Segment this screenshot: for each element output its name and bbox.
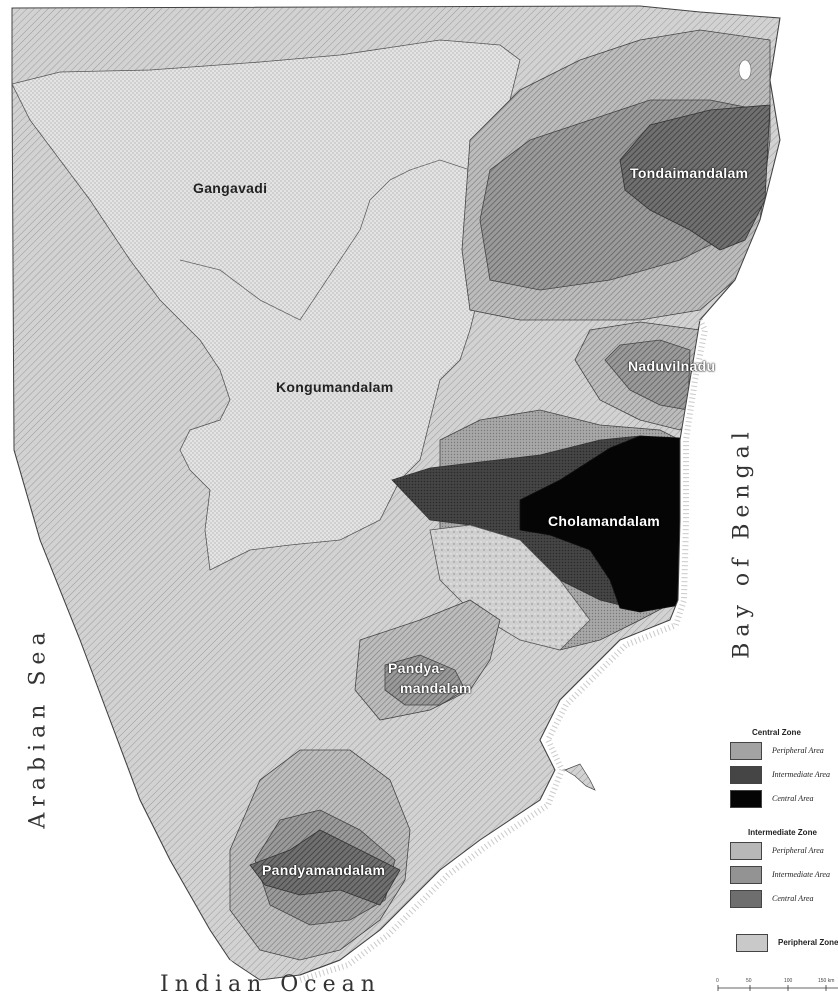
gangavadi-boundary	[179, 159, 471, 321]
pandya-intermediate	[384, 654, 466, 706]
legend-peripheral-zone: Peripheral Zone	[778, 938, 838, 947]
coastal-spit	[564, 763, 596, 791]
scale-bar	[717, 985, 838, 991]
pandyamandalam-central	[249, 829, 401, 906]
label-gangavadi: Gangavadi	[193, 180, 268, 196]
legend-swatch-intermediate-intermediate	[730, 866, 762, 884]
tondai-central	[619, 104, 771, 251]
legend-swatch-intermediate-peripheral	[730, 842, 762, 860]
label-kongumandalam: Kongumandalam	[276, 379, 394, 395]
east-coastline	[299, 17, 781, 976]
legend-swatch-peripheral-zone	[736, 934, 768, 952]
legend-swatch-central-central	[730, 790, 762, 808]
legend-intermediate-intermediate: Intermediate Area	[772, 870, 830, 879]
legend-intermediate-zone-title: Intermediate Zone	[748, 828, 817, 837]
label-pandyamandalam: Pandyamandalam	[262, 862, 386, 878]
bay-of-bengal-area	[300, 18, 838, 1004]
label-naduvilnadu: Naduvilnadu	[628, 358, 716, 374]
label-arabian-sea: Arabian Sea	[25, 626, 51, 829]
arabian-sea-area	[0, 80, 260, 985]
scale-tick-100: 100	[784, 978, 793, 984]
label-pandya-line1: Pandya-	[388, 660, 445, 676]
legend-swatch-central-intermediate	[730, 766, 762, 784]
label-tondaimandalam: Tondaimandalam	[630, 165, 749, 181]
label-indian-ocean: Indian Ocean	[160, 972, 381, 997]
west-coastline	[11, 79, 231, 961]
naduvil-intermediate	[604, 339, 691, 411]
scale-tick-50: 50	[746, 978, 752, 984]
label-cholamandalam: Cholamandalam	[548, 513, 661, 529]
legend-central-central: Central Area	[772, 794, 814, 803]
chola-speckled	[429, 524, 591, 651]
chola-central	[519, 435, 681, 613]
legend-swatch-intermediate-central	[730, 890, 762, 908]
legend-intermediate-central: Central Area	[772, 894, 814, 903]
legend-central-zone-title: Central Zone	[752, 728, 801, 737]
label-pandya-line2: mandalam	[400, 680, 472, 696]
legend-central-intermediate: Intermediate Area	[772, 770, 830, 779]
scale-tick-0: 0	[716, 978, 719, 984]
legend-central-peripheral: Peripheral Area	[772, 746, 824, 755]
scale-tick-150: 150 km	[818, 978, 835, 984]
legend-intermediate-peripheral: Peripheral Area	[772, 846, 824, 855]
label-bay-of-bengal: Bay of Bengal	[729, 426, 755, 659]
legend-swatch-central-peripheral	[730, 742, 762, 760]
upland-region	[11, 39, 521, 571]
island	[738, 59, 752, 81]
